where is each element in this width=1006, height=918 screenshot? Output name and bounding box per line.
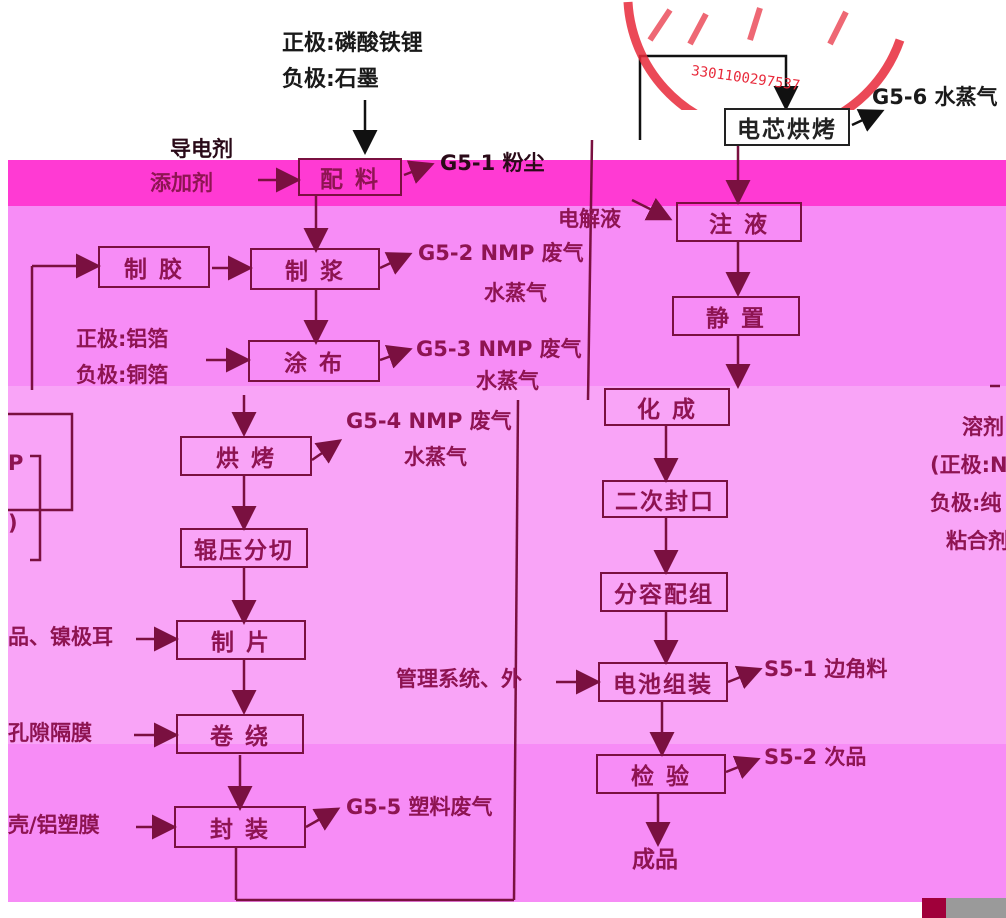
emission-g5-2a: G5-2 NMP 废气 [418, 241, 584, 265]
emission-g5-3a: G5-3 NMP 废气 [416, 337, 582, 361]
input-separator: 孔隙隔膜 [8, 721, 92, 745]
step-formation: 化 成 [604, 388, 730, 426]
step-slurry: 制 浆 [250, 248, 380, 290]
input-conductive-1: 导电剂 [170, 137, 233, 161]
input-foil-negative: 负极:铜箔 [76, 363, 169, 387]
step-baking: 烘 烤 [180, 436, 312, 476]
step-second-seal: 二次封口 [602, 480, 728, 518]
seal-stamp: 3301100297537 [623, 1, 905, 110]
step-cutting: 制 片 [176, 620, 306, 660]
emission-g5-6: G5-6 水蒸气 [872, 85, 998, 109]
step-rolling: 辊压分切 [180, 528, 308, 568]
step-mixing: 配 料 [298, 158, 402, 196]
emission-g5-4a: G5-4 NMP 废气 [346, 409, 512, 433]
emission-g5-5: G5-5 塑料废气 [346, 795, 493, 819]
edge-binder: 粘合剂 [946, 529, 1006, 553]
input-conductive-2: 添加剂 [150, 171, 213, 195]
seal-number: 3301100297537 [690, 63, 801, 94]
input-partial-paren: ) [8, 511, 18, 535]
step-standing: 静 置 [672, 296, 800, 336]
emission-g5-4b: 水蒸气 [404, 445, 467, 469]
emission-s5-1: S5-1 边角料 [764, 657, 888, 681]
material-positive: 正极:磷酸铁锂 [282, 31, 423, 56]
input-electrolyte: 电解液 [558, 207, 621, 231]
band-white-notch [8, 386, 518, 392]
corner-grey-patch [946, 898, 1006, 918]
input-foil-positive: 正极:铝箔 [76, 327, 169, 351]
emission-s5-2: S5-2 次品 [764, 745, 867, 769]
input-partial-np: P [8, 451, 24, 475]
step-glue: 制 胶 [98, 246, 210, 288]
step-grading: 分容配组 [600, 572, 728, 612]
edge-negative: 负极:纯 [930, 491, 1002, 515]
emission-g5-3b: 水蒸气 [476, 369, 539, 393]
emission-g5-1: G5-1 粉尘 [440, 151, 545, 175]
band-top-magenta [8, 160, 1006, 208]
emission-g5-2b: 水蒸气 [484, 281, 547, 305]
final-product: 成品 [632, 847, 678, 873]
input-tab: 品、镍极耳 [8, 625, 113, 649]
step-injection: 注 液 [676, 202, 802, 242]
corner-dark-patch [922, 898, 946, 918]
edge-solvent: 溶剂 [962, 415, 1004, 439]
step-cell-baking: 电芯烘烤 [724, 108, 850, 146]
input-bms: 管理系统、外 [396, 667, 522, 691]
step-coating: 涂 布 [248, 340, 380, 382]
step-inspection: 检 验 [596, 754, 726, 794]
band-pink-lower [8, 386, 1006, 746]
step-assembly: 电池组装 [598, 662, 728, 702]
step-winding: 卷 绕 [176, 714, 304, 754]
material-negative: 负极:石墨 [282, 67, 379, 92]
input-case: 壳/铝塑膜 [8, 813, 100, 837]
band-pink-upper [8, 206, 1006, 386]
step-sealing: 封 装 [174, 806, 306, 848]
edge-positive: (正极:N [930, 453, 1006, 477]
